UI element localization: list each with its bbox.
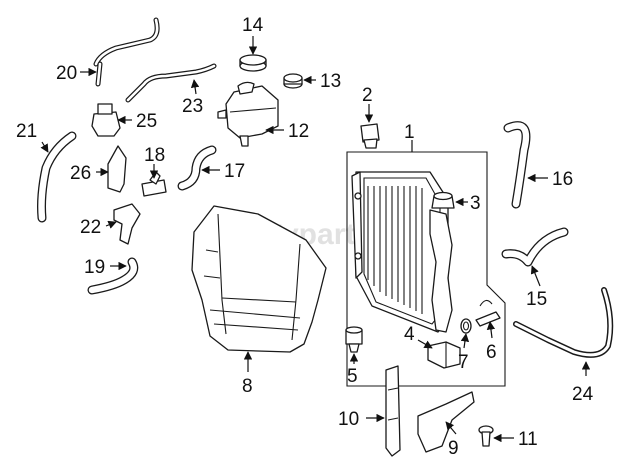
callout-18: 18	[144, 145, 165, 166]
hose-part-15	[501, 227, 569, 267]
callout-8: 8	[242, 376, 253, 397]
callout-25: 25	[136, 111, 157, 132]
hose-part-19	[87, 257, 139, 295]
pump-part-25	[91, 103, 121, 137]
bracket-part-26	[107, 145, 127, 193]
o-ring-part-7	[460, 318, 472, 334]
callout-14: 14	[242, 15, 264, 36]
callout-11: 11	[518, 429, 538, 450]
pipe-part-24	[513, 287, 614, 358]
callout-1: 1	[404, 122, 415, 143]
radiator	[351, 171, 453, 333]
callout-24: 24	[572, 384, 594, 405]
sensor-part-2	[360, 123, 380, 149]
callout-12: 12	[288, 121, 309, 142]
callout-19: 19	[84, 257, 105, 278]
callout-7: 7	[458, 352, 469, 373]
callout-6: 6	[486, 342, 497, 363]
fitting-part-22	[113, 203, 141, 245]
reservoir-part-12	[217, 81, 279, 147]
hose-part-21	[37, 131, 77, 223]
callout-26: 26	[70, 163, 91, 184]
hose-part-17	[177, 145, 217, 191]
callout-4: 4	[404, 324, 415, 345]
callout-22: 22	[80, 217, 101, 238]
hose-part-16	[503, 121, 531, 209]
callout-21: 21	[16, 121, 37, 142]
radiator-cap-part-3	[431, 191, 455, 209]
reservoir-cap-part-14	[239, 54, 267, 72]
cap-part-13	[283, 73, 303, 89]
drain-part-6	[475, 299, 501, 327]
callout-labels: 1 2 3 4 5 6 7 8 9 10 11 12 13 14 15 16 1…	[16, 15, 594, 459]
callout-9: 9	[448, 438, 459, 459]
callout-2: 2	[362, 85, 373, 106]
mount-part-5	[345, 326, 363, 353]
fan-shroud-part-8	[191, 205, 327, 353]
callout-13: 13	[320, 71, 341, 92]
leader-lines	[40, 36, 591, 443]
callout-16: 16	[552, 169, 573, 190]
callout-10: 10	[338, 409, 359, 430]
callout-3: 3	[470, 193, 481, 214]
callout-23: 23	[182, 96, 203, 117]
pipe-part-20	[93, 17, 160, 87]
callout-15: 15	[526, 289, 547, 310]
radiator-group-outline	[346, 151, 506, 387]
callout-5: 5	[347, 366, 358, 387]
callout-17: 17	[224, 161, 245, 182]
pipe-part-23	[125, 63, 217, 103]
side-bracket-part-10	[385, 365, 401, 457]
bracket-part-4	[427, 341, 461, 369]
clip-part-11	[478, 425, 494, 447]
callout-20: 20	[56, 63, 77, 84]
